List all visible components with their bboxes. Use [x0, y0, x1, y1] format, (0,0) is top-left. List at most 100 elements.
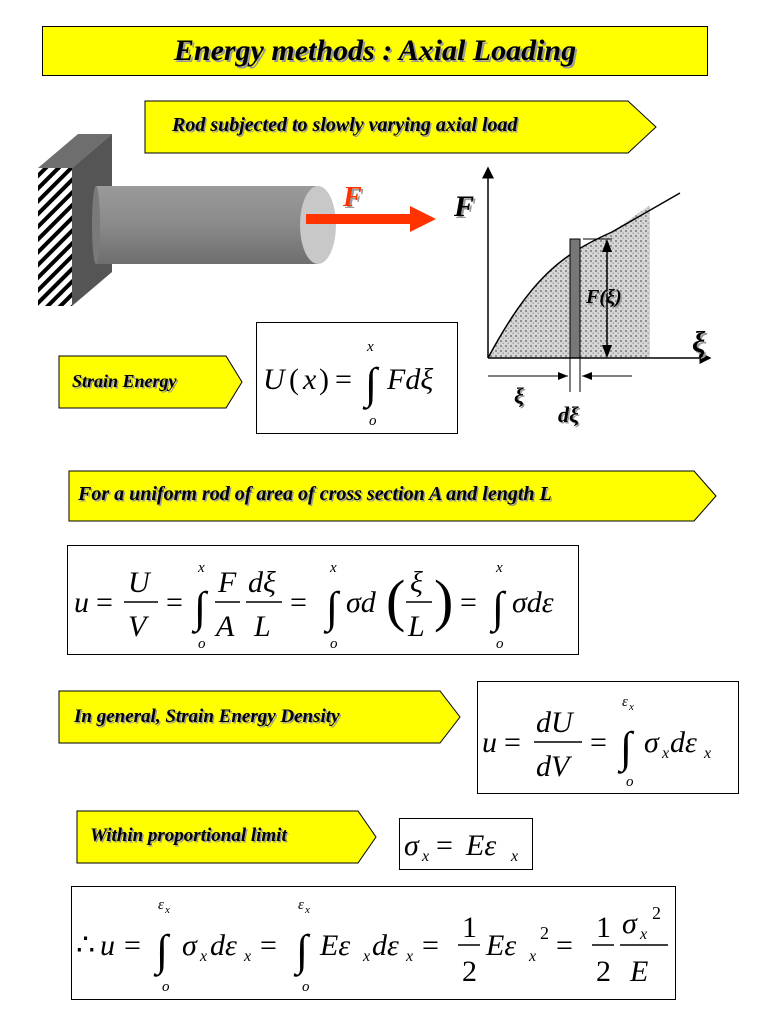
svg-text:=: =: [556, 929, 573, 962]
svg-text:=: =: [504, 726, 521, 759]
svg-text:u: u: [74, 586, 89, 619]
svg-text:F: F: [217, 566, 237, 599]
svg-text:x: x: [639, 926, 647, 943]
banner-arrow-shape: [68, 470, 717, 522]
svg-text:x: x: [302, 363, 317, 396]
svg-text:u: u: [100, 929, 115, 962]
svg-text:σd: σd: [346, 586, 377, 619]
xi-dim-arrow: [558, 372, 568, 380]
svg-text:=: =: [460, 586, 477, 619]
svg-text:=: =: [96, 586, 113, 619]
svg-text:o: o: [626, 774, 634, 790]
curve-label: F(ξ): [585, 286, 622, 308]
svg-text:2: 2: [540, 923, 549, 943]
svg-text:dε: dε: [670, 726, 697, 759]
svg-text:x: x: [304, 904, 310, 916]
svg-text:ξ: ξ: [410, 566, 423, 599]
svg-text:=: =: [260, 929, 277, 962]
svg-text:1: 1: [462, 911, 477, 944]
svg-text:∫: ∫: [489, 583, 507, 634]
dxi-label: dξ: [558, 402, 579, 427]
rod-illustration: F: [38, 134, 436, 306]
equation-final-math: ∴ u = ε x ∫ o σ x dε x = ε x ∫ o Eε x dε…: [76, 897, 668, 995]
svg-text:U: U: [128, 566, 152, 599]
banner-arrow-shape: [76, 810, 377, 864]
banner-arrow-shape: [144, 100, 657, 154]
banner-general: In general, Strain Energy Density: [58, 690, 462, 744]
svg-text:=: =: [590, 726, 607, 759]
wall-top: [38, 134, 112, 168]
svg-text:∴: ∴: [76, 929, 95, 962]
force-arrow-shaft: [306, 214, 416, 224]
equation-general-math: u = dU dV = ε x ∫ o σ x dε x: [482, 694, 711, 790]
svg-text:=: =: [166, 586, 183, 619]
banner-proportional-label: Within proportional limit: [90, 825, 287, 846]
svg-text:σdε: σdε: [512, 586, 554, 619]
work-area: [488, 205, 650, 358]
svg-text:dε: dε: [210, 929, 237, 962]
svg-text:x: x: [628, 701, 634, 713]
svg-text:x: x: [197, 560, 205, 576]
rod-body: [96, 186, 318, 264]
svg-text:1: 1: [596, 911, 611, 944]
svg-text:dV: dV: [536, 750, 573, 783]
svg-text:): ): [434, 568, 453, 633]
equation-proportional: σ x = Eε x: [399, 818, 533, 870]
svg-text:σ: σ: [404, 829, 420, 862]
svg-text:x: x: [661, 745, 669, 762]
svg-text:2: 2: [596, 955, 611, 988]
svg-text:L: L: [407, 610, 425, 643]
svg-text:2: 2: [462, 955, 477, 988]
svg-text:σ: σ: [182, 929, 198, 962]
svg-text:o: o: [330, 636, 338, 652]
svg-text:=: =: [335, 363, 352, 396]
banner-arrow-shape: [58, 690, 461, 744]
svg-text:(: (: [289, 363, 299, 396]
strip-dxi: [569, 238, 581, 359]
force-curve: [487, 192, 681, 359]
svg-text:=: =: [290, 586, 307, 619]
svg-text:∫: ∫: [153, 926, 171, 977]
svg-text:dξ: dξ: [248, 566, 276, 599]
equation-general: u = dU dV = ε x ∫ o σ x dε x: [477, 681, 739, 794]
graph-y-label: F: [453, 190, 474, 223]
dxi-dim-arrow: [582, 372, 592, 380]
svg-text:∫: ∫: [617, 723, 635, 774]
svg-text:V: V: [128, 610, 150, 643]
svg-text:(: (: [386, 568, 405, 633]
equation-uniform-rod: u = U V = x ∫ o F A dξ L = x ∫ o σd ( ξ …: [67, 545, 579, 655]
xi-label: ξ: [514, 383, 524, 408]
banner-strain-energy: Strain Energy: [58, 355, 244, 409]
graph-x-label: ξ: [692, 326, 706, 359]
svg-text:o: o: [198, 636, 206, 652]
svg-text:o: o: [162, 979, 170, 995]
equation-uniform-rod-math: u = U V = x ∫ o F A dξ L = x ∫ o σd ( ξ …: [74, 560, 554, 652]
svg-text:x: x: [405, 948, 413, 965]
svg-text:x: x: [199, 948, 207, 965]
equation-proportional-math: σ x = Eε x: [404, 829, 518, 865]
svg-text:=: =: [436, 829, 453, 862]
wall-hatch: [38, 168, 72, 306]
force-arrow-head: [410, 206, 436, 232]
svg-text:Eε: Eε: [319, 929, 350, 962]
svg-text:dε: dε: [372, 929, 399, 962]
svg-text:x: x: [362, 948, 370, 965]
svg-text:ε: ε: [298, 897, 304, 913]
svg-text:o: o: [496, 636, 504, 652]
banner-uniform-rod-label: For a uniform rod of area of cross secti…: [78, 483, 552, 505]
svg-text:=: =: [422, 929, 439, 962]
dim-arrow-up: [602, 239, 612, 252]
svg-text:L: L: [253, 610, 271, 643]
svg-text:x: x: [495, 560, 503, 576]
svg-text:U: U: [263, 363, 287, 396]
banner-arrow-shape: [58, 355, 243, 409]
svg-text:x: x: [528, 948, 536, 965]
force-graph: F(ξ) F ξ ξ dξ: [453, 166, 712, 427]
svg-text:Eε: Eε: [465, 829, 496, 862]
svg-text:Fdξ: Fdξ: [386, 363, 433, 396]
svg-text:∫: ∫: [293, 926, 311, 977]
svg-text:u: u: [482, 726, 497, 759]
svg-text:σ: σ: [644, 726, 660, 759]
svg-text:dU: dU: [536, 706, 575, 739]
svg-text:x: x: [243, 948, 251, 965]
